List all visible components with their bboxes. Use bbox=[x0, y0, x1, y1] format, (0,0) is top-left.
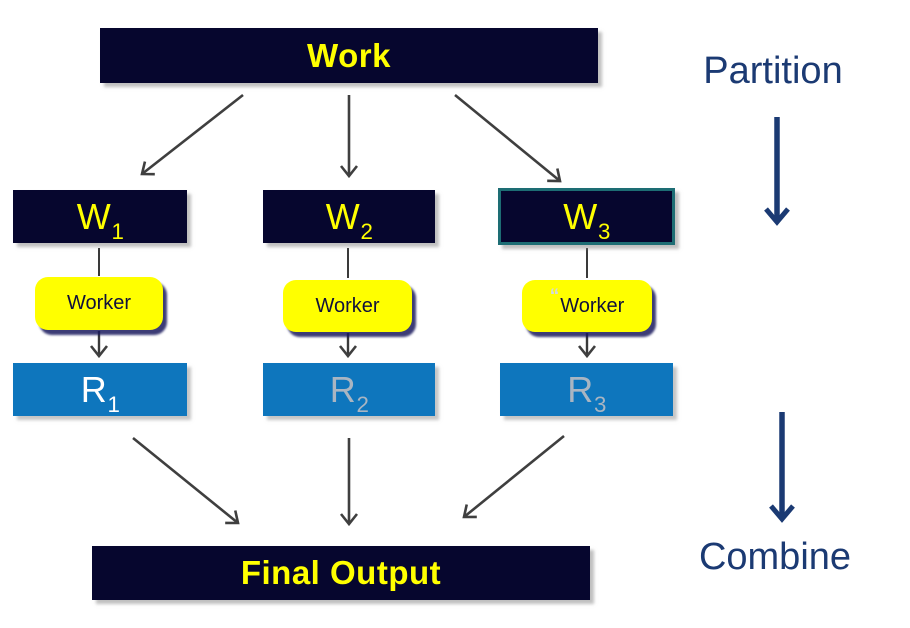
partition-label: Partition bbox=[703, 50, 843, 92]
node-w3-label: W3 bbox=[563, 195, 611, 245]
node-work-label: Work bbox=[307, 36, 391, 74]
node-w1: W1 bbox=[13, 190, 187, 243]
node-worker3-label: Worker bbox=[560, 294, 625, 317]
node-worker1-label: Worker bbox=[66, 292, 132, 314]
node-r3: R3 bbox=[500, 363, 673, 416]
node-r2: R2 bbox=[263, 363, 435, 416]
arrow-work-to-w3 bbox=[454, 93, 562, 183]
node-r1: R1 bbox=[13, 363, 187, 416]
arrow-r1-to-final bbox=[132, 436, 240, 525]
node-work: Work bbox=[100, 28, 598, 83]
node-final-output-label: Final Output bbox=[240, 554, 442, 591]
node-worker3: “ Worker bbox=[522, 280, 652, 332]
node-worker2: Worker bbox=[283, 280, 412, 332]
combine-label: Combine bbox=[698, 536, 852, 578]
node-w2: W2 bbox=[263, 190, 435, 243]
node-final-output: Final Output bbox=[92, 546, 590, 600]
node-r3-label: R3 bbox=[567, 368, 607, 418]
arrow-work-to-w1 bbox=[140, 93, 244, 176]
node-w3: W3 bbox=[498, 188, 675, 245]
node-worker2-label: Worker bbox=[315, 294, 380, 317]
worker3-quote-mark: “ bbox=[549, 286, 560, 307]
node-w1-label: W1 bbox=[76, 195, 124, 245]
node-r1-label: R1 bbox=[80, 368, 120, 418]
node-w2-label: W2 bbox=[325, 195, 373, 245]
arrow-r3-to-final bbox=[462, 434, 565, 519]
node-worker1: Worker bbox=[35, 277, 163, 330]
node-r2-label: R2 bbox=[329, 368, 369, 418]
